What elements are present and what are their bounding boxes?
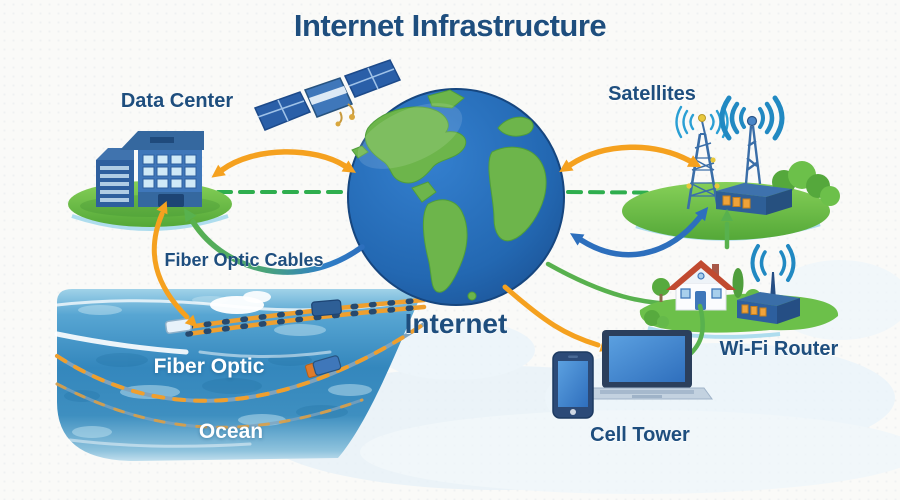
wifi-router-icon bbox=[737, 244, 800, 324]
arrow-to-station bbox=[721, 209, 733, 221]
label-satellites: Satellites bbox=[608, 83, 696, 105]
label-fiber-optic-cables: Fiber Optic Cables bbox=[164, 250, 324, 270]
label-data-center: Data Center bbox=[120, 90, 234, 112]
label-ocean: Ocean bbox=[198, 420, 264, 443]
arrow-datacenter-globe bbox=[211, 149, 357, 178]
cable-repeater bbox=[311, 299, 342, 317]
cable-repeater bbox=[305, 355, 342, 378]
user-devices bbox=[552, 330, 713, 419]
smartphone-icon bbox=[552, 351, 594, 419]
antenna-mast-icon bbox=[719, 95, 785, 185]
diagram-title: Internet Infrastructure bbox=[293, 8, 607, 43]
house-icon bbox=[666, 260, 736, 311]
wifi-waves-icon bbox=[719, 95, 785, 141]
fiber-optic-cables-icon bbox=[55, 297, 427, 429]
label-fiber-optic: Fiber Optic bbox=[153, 355, 265, 378]
satellite-icon bbox=[253, 59, 402, 131]
label-wifi-router: Wi-Fi Router bbox=[719, 338, 839, 360]
ground-station bbox=[622, 95, 840, 241]
globe-icon bbox=[347, 88, 565, 306]
data-center-icon bbox=[68, 131, 232, 231]
label-cell-tower: Cell Tower bbox=[590, 424, 690, 446]
arrow-globe-station-blue bbox=[569, 206, 709, 258]
home-network bbox=[639, 209, 839, 359]
arrow-globe-station bbox=[559, 144, 702, 173]
arrow-globe-datacenter bbox=[183, 208, 365, 275]
label-internet: Internet bbox=[404, 308, 508, 339]
station-router-icon bbox=[716, 183, 792, 215]
wifi-waves-icon bbox=[750, 244, 796, 282]
